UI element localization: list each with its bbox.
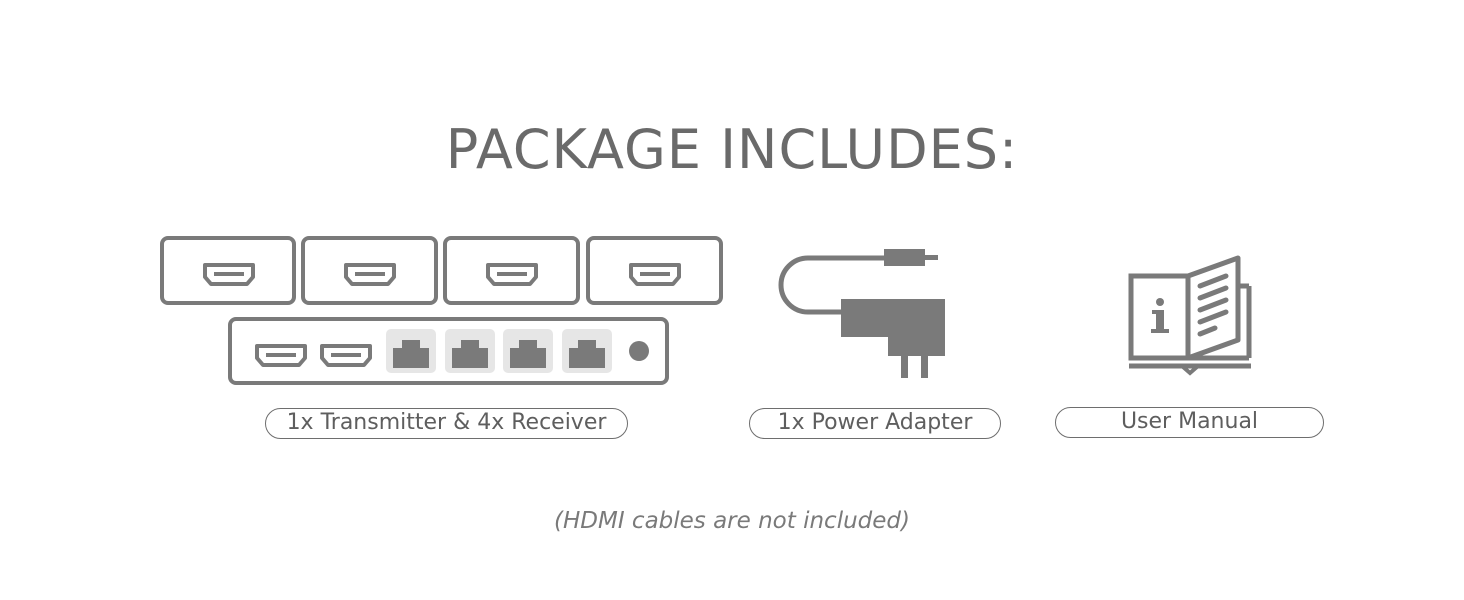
item-label-power-adapter: 1x Power Adapter <box>749 408 1001 439</box>
user-manual-icon <box>1128 255 1252 376</box>
receiver-unit <box>586 236 723 305</box>
receiver-unit <box>160 236 296 305</box>
receiver-unit <box>443 236 580 305</box>
transmitter-receivers-icon <box>160 236 723 385</box>
item-label-transmitter-receiver: 1x Transmitter & 4x Receiver <box>265 408 628 439</box>
footnote: (HDMI cables are not included) <box>554 508 910 534</box>
receiver-unit <box>301 236 438 305</box>
power-adapter-icon <box>778 249 945 378</box>
page-title: PACKAGE INCLUDES: <box>445 118 1019 181</box>
item-label-user-manual: User Manual <box>1055 407 1324 438</box>
transmitter-unit <box>228 317 669 385</box>
